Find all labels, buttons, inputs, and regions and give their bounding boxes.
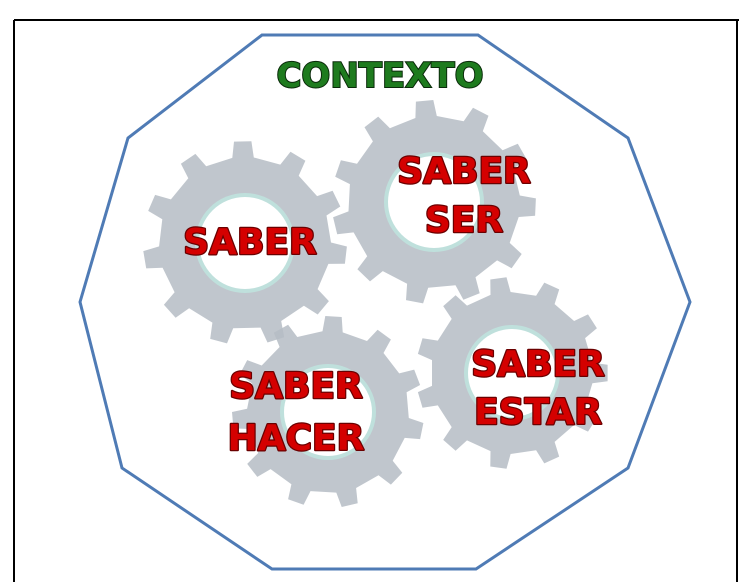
gear-saber-hacer [232, 316, 424, 507]
gear-labels-layer: SABER SABER SER SABER HACER SABER ESTAR [182, 150, 606, 461]
gear-saber-estar-hole [468, 329, 556, 417]
context-octagon [78, 33, 692, 571]
gear-saber-hacer-hole [284, 368, 372, 456]
gear-label-saber: SABER [183, 222, 317, 263]
gear-label-saber-hacer-line1: SABER [229, 366, 363, 407]
gear-label-saber-estar-line2: ESTAR [474, 392, 602, 433]
gear-saber-estar [417, 277, 608, 469]
gear-saber-ser [333, 100, 536, 304]
gear-saber-hole [199, 197, 291, 289]
gear-saber [143, 141, 347, 344]
gear-label-saber-ser-line1: SABER [397, 151, 531, 192]
gears-layer [143, 100, 608, 507]
context-label: CONTEXTO [276, 56, 483, 96]
gear-label-saber-hacer-line2: HACER [228, 418, 365, 459]
gear-saber-ser-hole [388, 156, 480, 248]
gear-label-saber-estar-line1: SABER [471, 344, 605, 385]
gear-label-saber-ser-line2: SER [425, 200, 503, 241]
